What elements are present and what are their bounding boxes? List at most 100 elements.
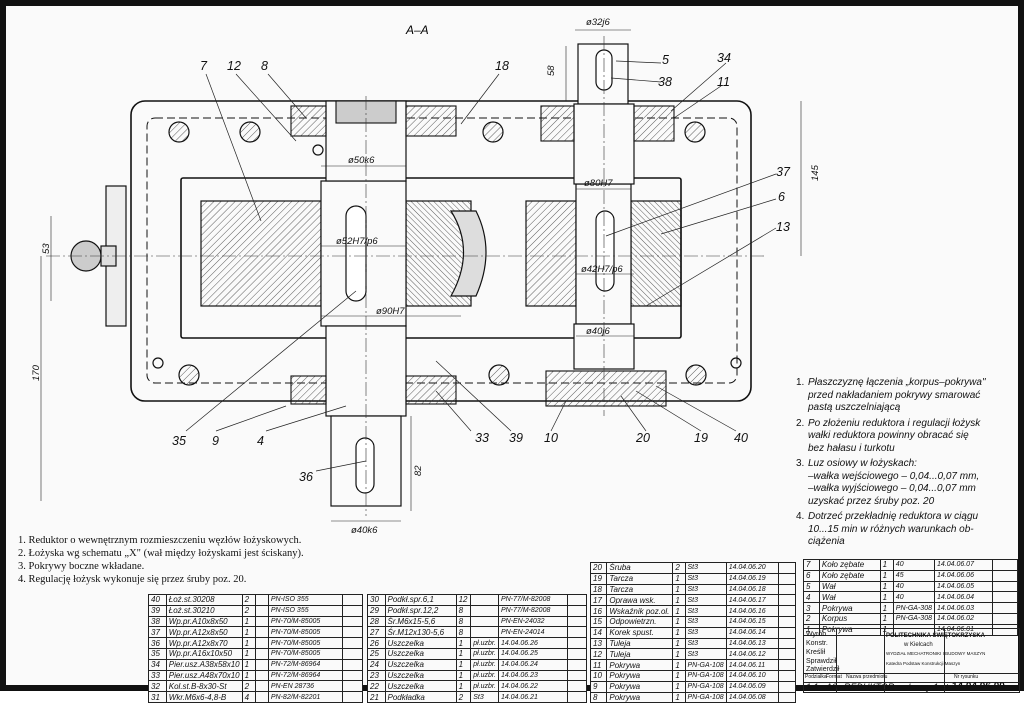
bom-cell: 21: [367, 691, 386, 703]
bom-cell: 5: [803, 580, 820, 593]
bom-cell: 22: [367, 680, 386, 693]
position-label: 40: [734, 431, 748, 445]
bom-cell: PN-GA-108: [684, 669, 727, 682]
bom-cell: 14.04.06.11: [725, 659, 779, 671]
bom-cell: [341, 691, 364, 703]
bom-cell: pł.uzbr.: [470, 647, 499, 660]
assembly-note: 2. Łożyska wg schematu „X" (wał między ł…: [18, 548, 304, 559]
title-block: Wyrób Konstr. Kreślił Sprawdził Zatwierd…: [803, 628, 1020, 693]
technical-note-line: Płaszczyznę łączenia „korpus–pokrywa": [808, 377, 986, 388]
bom-cell: 14.04.06.20: [725, 562, 779, 574]
bom-cell: 2: [672, 562, 686, 574]
technical-note-line: pastą uszczelniającą: [808, 402, 901, 413]
bom-cell: 1: [672, 626, 686, 639]
bom-cell: [777, 669, 797, 682]
bom-cell: 1: [455, 669, 472, 682]
bom-cell: 38: [148, 615, 167, 628]
position-label: 6: [778, 190, 785, 204]
bom-cell: Podkł.spr.6,1: [384, 594, 457, 606]
bom-cell: [255, 647, 269, 660]
bom-cell: 6: [803, 569, 820, 582]
assembly-notes: 1. Reduktor o wewnętrznym rozmieszczeniu…: [18, 534, 348, 586]
position-label: 19: [694, 431, 708, 445]
bom-cell: 14.04.06.06: [933, 569, 993, 582]
bom-cell: [341, 604, 364, 617]
bom-cell: Śruba: [606, 562, 674, 574]
bom-cell: [255, 669, 269, 682]
dimension-lines: [40, 29, 802, 522]
bom-cell: Wp.pr.A10x8x50: [165, 615, 243, 628]
bom-cell: [566, 626, 588, 639]
technical-note-line: Luz osiowy w łożyskach:: [808, 458, 917, 469]
school-city: w Kielcach: [904, 642, 933, 648]
bom-cell: 31: [148, 691, 167, 703]
gearbox-section-drawing: A–A: [31, 17, 821, 536]
bom-cell: 1: [879, 569, 894, 582]
technical-note-line: Po złożeniu reduktora i regulacji łożysk: [808, 417, 981, 429]
technical-note-line: –wałka wejściowego – 0,04...0,07 mm,: [808, 470, 980, 482]
bom-cell: 3: [803, 602, 820, 614]
bom-cell: 14.04.06.17: [725, 594, 779, 607]
bom-cell: 8: [455, 626, 472, 639]
bom-cell: 11: [589, 659, 608, 671]
bom-cell: Uszczelka: [384, 669, 457, 682]
bom-cell: [341, 626, 364, 639]
bom-cell: Podkładka: [384, 691, 457, 703]
bom-cell: [566, 594, 588, 606]
technical-note-number: 3.: [796, 458, 805, 469]
technical-note-line: Dotrzeć przekładnię reduktora w ciągu: [808, 511, 979, 522]
bom-cell: 4: [803, 591, 820, 604]
bom-cell: Podkł.spr.12,2: [384, 604, 457, 617]
bom-cell: [341, 669, 364, 682]
bom-cell: [255, 615, 269, 628]
bom-cell: PN-EN-24014: [497, 626, 568, 639]
bom-cell: Tuleja: [606, 637, 674, 650]
bom-cell: 8: [589, 691, 608, 703]
bom-cell: [777, 680, 797, 693]
bom-cell: 45: [892, 569, 935, 582]
bom-cell: 1: [672, 637, 686, 650]
title-label: Nazwa przedmiotu: [846, 674, 888, 680]
bom-cell: 1: [455, 647, 472, 660]
bom-cell: St3: [684, 605, 727, 617]
bom-cell: [566, 658, 588, 671]
assembly-note: 3. Pokrywy boczne wkładane.: [18, 561, 145, 572]
bom-cell: 2: [241, 680, 257, 693]
dim-82: 82: [413, 465, 424, 476]
bom-cell: 4: [241, 691, 257, 703]
position-label: 20: [635, 431, 650, 445]
bom-cell: 40: [892, 559, 935, 571]
bom-cell: St3: [684, 594, 727, 607]
bom-cell: [255, 680, 269, 693]
technical-note-line: 10...15 min w różnych warunkach ob-: [808, 523, 974, 535]
technical-note-line: wałki reduktora powinny obracać się: [808, 430, 969, 441]
bom-cell: Odpowietrzn.: [606, 615, 674, 628]
school-name: POLITECHNIKA ŚWIĘTOKRZYSKA: [886, 633, 986, 639]
bom-cell: PN-GA-308: [892, 602, 935, 614]
bom-cell: PN-82/M-82201: [267, 691, 343, 703]
scale-value: 1:1: [806, 682, 819, 692]
bom-cell: 1: [455, 680, 472, 693]
technical-note-line: uzyskać przez śruby poz. 20: [808, 495, 935, 507]
tb-row-label: Wyrób: [806, 631, 827, 638]
position-label: 13: [776, 220, 790, 234]
tb-row-label: Sprawdził: [806, 658, 837, 665]
bom-cell: 14.04.06.04: [933, 591, 993, 604]
bom-cell: PN-ISO 355: [267, 594, 343, 606]
bom-cell: pł.uzbr.: [470, 680, 499, 693]
bom-cell: 7: [803, 559, 820, 571]
bom-cell: PN-70/M-85005: [267, 637, 343, 649]
bom-cell: [991, 580, 1019, 593]
